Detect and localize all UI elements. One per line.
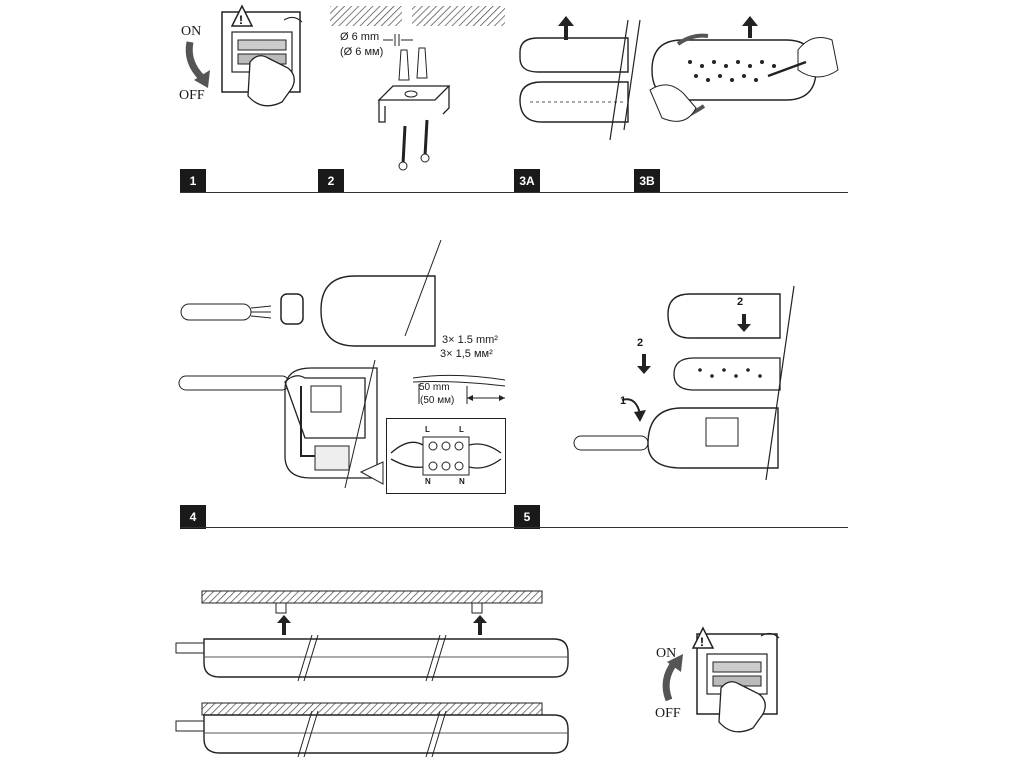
on-label: ON [181,24,202,39]
cable-icon [180,303,252,321]
bracket-icon [471,602,483,614]
luminaire-end [320,275,436,347]
cable-spec-label: 3× 1.5 mm² [442,334,498,346]
strip-length-label: 50 mm [419,382,450,393]
drill-size-ru-label: (Ø 6 мм) [340,46,384,58]
arrow-down-icon [637,354,651,374]
ceiling-hatch [330,6,505,26]
ceiling-hatch [201,590,543,604]
svg-text:!: ! [239,13,243,27]
screw-icon [423,119,429,157]
step5-order-2b: 2 [637,337,644,349]
step5-illustration [573,285,795,481]
terminal-detail-box: L L N N [386,418,506,494]
hand-icon [797,37,839,78]
terminal-n-left: N [425,477,431,486]
arrow-up-icon [742,16,758,38]
arrow-down-icon [737,314,751,332]
terminal-connector-drawing [390,436,502,476]
bracket-and-screws [377,34,451,171]
arrow-up-icon [558,16,574,40]
wall-plug-icon [398,49,410,81]
bracket-icon [275,602,287,614]
terminal-l-left: L [425,425,430,434]
off-label: OFF [179,88,205,103]
step-badge-4: 4 [180,505,206,529]
step3a-illustration [519,16,629,141]
step5-order-2a: 2 [737,296,744,308]
warning-icon [230,4,254,27]
strip-length-diagram [412,374,506,404]
warning-icon [691,626,715,649]
svg-text:!: ! [700,635,704,649]
screwdriver-icon [767,60,807,78]
cable-icon [178,375,290,391]
arrow-up-icon [662,659,678,702]
terminal-l-right: L [459,425,464,434]
arrow-up-icon [277,615,291,635]
switch-on-drawing: ! [662,626,780,733]
screw-icon [401,125,407,165]
hand-icon [649,84,697,122]
cable-spec-ru-label: 3× 1,5 мм² [440,348,493,360]
step5-order-1: 1 [620,395,627,407]
hand-icon [718,681,766,733]
wall-plug-icon [416,47,428,79]
drill-size-label: Ø 6 mm [340,31,380,43]
step-badge-3a: 3A [514,169,540,193]
off-label-bottom: OFF [655,706,681,721]
row2-divider [180,527,848,528]
luminaire-cover [667,293,781,339]
arrow-up-icon [473,615,487,635]
switch-off-drawing: ! [185,4,303,107]
cable-icon [175,642,205,654]
step-badge-5: 5 [514,505,540,529]
luminaire-tray [673,357,781,391]
curved-arrow-icon [676,33,709,46]
luminaire-long [203,638,569,678]
luminaire-cover [519,37,629,73]
cable-icon [573,435,649,451]
step-badge-2: 2 [318,169,344,193]
step-badge-1: 1 [180,169,206,193]
hand-icon [247,55,295,107]
cable-gland-icon [280,293,304,325]
on-label-bottom: ON [656,646,677,661]
step4-illustration [178,239,442,489]
cable-icon [175,720,205,732]
mounting-illustration [175,590,569,758]
row1-divider [180,192,848,193]
step3b-illustration [623,16,839,131]
ceiling-hatch [201,702,543,716]
arrow-down-icon [185,41,205,81]
luminaire-long [203,714,569,754]
strip-length-ru-label: (50 мм) [420,395,455,406]
terminal-n-right: N [459,477,465,486]
terminal-block-icon [314,445,350,471]
step-badge-3b: 3B [634,169,660,193]
